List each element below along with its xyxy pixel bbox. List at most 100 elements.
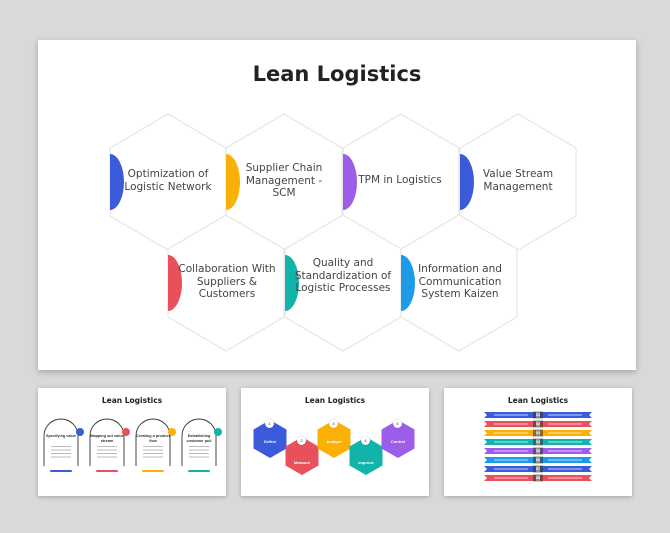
- thumbnail-3-title: Lean Logistics: [507, 396, 569, 405]
- t3-badge-1: [533, 411, 543, 419]
- t1-text-line: [51, 446, 71, 447]
- t1-text-line: [189, 453, 209, 454]
- t2-num-3: 3: [329, 419, 338, 428]
- t3-text-line: [494, 459, 528, 461]
- t3-badge-2: [533, 420, 543, 428]
- t1-text-line: [51, 456, 71, 458]
- t1-text-line: [143, 446, 163, 447]
- t3-text-line: [548, 414, 582, 416]
- t1-text-line: [189, 449, 209, 451]
- t1-bar-1: [50, 470, 72, 472]
- hex-label-2: Supplier Chain Management - SCM: [245, 162, 323, 199]
- hexagon-accent-7: [401, 255, 415, 311]
- t1-text-line: [143, 456, 163, 458]
- t1-text-line: [143, 453, 163, 454]
- t1-text-line: [51, 453, 71, 454]
- t1-accent-2: [122, 428, 130, 436]
- t2-hexagon-2: [285, 437, 319, 475]
- t2-hexagon-1: [253, 420, 287, 458]
- hex-label-1: Optimization of Logistic Network: [124, 168, 212, 193]
- t2-num-4: 4: [361, 436, 370, 445]
- t3-text-line: [548, 432, 582, 434]
- hex-label-6: Quality and Standardization of Logistic …: [294, 257, 392, 294]
- t2-step-1: Define: [263, 439, 277, 444]
- t1-step-2: Mapping out value stream: [90, 434, 124, 443]
- t3-num-6: 06: [536, 457, 540, 462]
- t2-step-5: Control: [390, 439, 406, 444]
- t1-accent-3: [168, 428, 176, 436]
- t3-text-line: [548, 468, 582, 470]
- hexagon-accent-6: [285, 255, 299, 311]
- t3-badge-3: [533, 429, 543, 437]
- t1-text-line: [97, 449, 117, 451]
- main-slide-preview[interactable]: Lean Logistics Optimization of Logistic …: [38, 40, 636, 370]
- t2-hexagon-5: [381, 420, 415, 458]
- hexagon-accent-1: [110, 154, 124, 210]
- t3-text-line: [494, 450, 528, 452]
- t2-hexagon-3: [317, 420, 351, 458]
- hexagon-4: [459, 113, 577, 251]
- thumbnail-slide-3[interactable]: Lean Logistics 01 02 03 04 05 06 07 08: [444, 388, 632, 496]
- t1-text-line: [143, 449, 163, 451]
- hexagon-accent-2: [226, 154, 240, 210]
- t3-num-4: 04: [536, 439, 540, 444]
- t3-text-line: [548, 459, 582, 461]
- t1-accent-1: [76, 428, 84, 436]
- t3-text-line: [548, 477, 582, 479]
- t3-text-line: [548, 423, 582, 425]
- hexagon-accent-5: [168, 255, 182, 311]
- t1-text-line: [189, 456, 209, 458]
- hexagon-7: [400, 214, 518, 352]
- t1-text-line: [97, 456, 117, 458]
- t3-num-5: 05: [536, 448, 540, 453]
- t3-badge-8: [533, 474, 543, 482]
- t3-badge-7: [533, 465, 543, 473]
- t3-text-line: [548, 441, 582, 443]
- t2-num-1: 1: [265, 419, 274, 428]
- hexagon-5: [167, 214, 285, 352]
- thumbnail-slide-1[interactable]: Lean Logistics Specifying value Mapping …: [38, 388, 226, 496]
- t1-step-3: Creating a product flow: [136, 434, 170, 443]
- t1-text-line: [189, 446, 209, 447]
- t2-step-2: Measure: [293, 460, 311, 465]
- t3-badge-5: [533, 447, 543, 455]
- t3-text-line: [494, 468, 528, 470]
- thumbnail-2-title: Lean Logistics: [304, 396, 366, 405]
- t1-text-line: [51, 449, 71, 451]
- t3-text-line: [494, 441, 528, 443]
- t3-text-line: [494, 477, 528, 479]
- t1-bar-4: [188, 470, 210, 472]
- t1-text-line: [97, 453, 117, 454]
- t2-hexagon-4: [349, 437, 383, 475]
- hex-label-3: TPM in Logistics: [358, 174, 442, 186]
- t3-num-2: 02: [536, 421, 540, 426]
- hex-label-5: Collaboration With Suppliers & Customers: [178, 263, 276, 300]
- t3-badge-6: [533, 456, 543, 464]
- t1-accent-4: [214, 428, 222, 436]
- t3-num-8: 08: [536, 475, 540, 480]
- hex-label-7: Information and Communication System Kai…: [418, 263, 502, 300]
- thumbnail-2-hexagons: [253, 420, 415, 475]
- thumbnail-1-arches: [43, 418, 222, 472]
- thumbnail-1-title: Lean Logistics: [101, 396, 163, 405]
- t3-text-line: [548, 450, 582, 452]
- t3-num-3: 03: [536, 430, 540, 435]
- t3-badge-4: [533, 438, 543, 446]
- t1-step-1: Specifying value: [46, 434, 76, 438]
- hexagon-accent-4: [460, 154, 474, 210]
- hexagon-accent-3: [343, 154, 357, 210]
- t2-num-2: 2: [297, 436, 306, 445]
- t1-bar-3: [142, 470, 164, 472]
- t1-text-line: [97, 446, 117, 447]
- hex-label-4: Value Stream Management: [482, 168, 554, 193]
- t3-text-line: [494, 414, 528, 416]
- t3-num-7: 07: [536, 466, 540, 471]
- thumbnail-3-ribbons: [484, 411, 592, 482]
- t3-text-line: [494, 432, 528, 434]
- hexagon-diagram: [109, 113, 577, 352]
- t3-num-1: 01: [536, 412, 540, 417]
- thumbnail-slide-2[interactable]: Lean Logistics Define Measure Analyze Im…: [241, 388, 429, 496]
- t2-num-5: 5: [393, 419, 402, 428]
- main-slide-title: Lean Logistics: [252, 62, 422, 86]
- t3-text-line: [494, 423, 528, 425]
